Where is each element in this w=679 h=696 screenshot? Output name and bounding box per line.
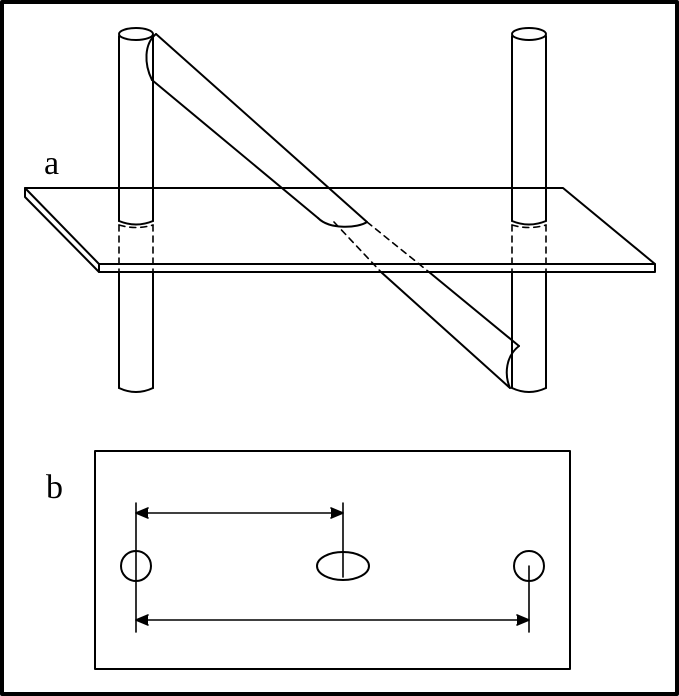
brace-lower [380,271,520,389]
hidden-lines [118,221,547,273]
extension-lines [135,502,530,633]
right-post-upper [511,27,547,226]
panel-b-label: b [46,469,63,506]
panel-b-plate [94,450,571,670]
left-post-upper [118,27,154,226]
panel-a-drawing: a [24,27,656,393]
panel-b-drawing: b [46,450,571,670]
brace-upper [145,33,368,228]
panel-a-label: a [44,145,59,182]
plate [24,187,656,273]
dimension-lower [135,614,530,626]
right-post-lower [511,271,547,393]
dimension-upper [135,507,344,519]
left-post-lower [118,271,154,393]
